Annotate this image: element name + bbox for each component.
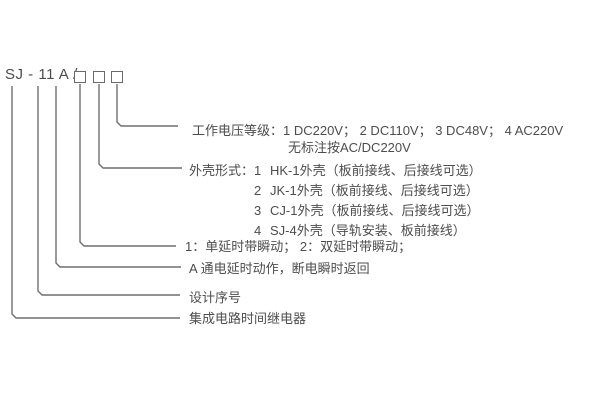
connector-design-serial	[37, 86, 180, 296]
voltage-grade-label: 工作电压等级：1 DC220V； 2 DC110V； 3 DC48V； 4 AC…	[192, 123, 564, 138]
model-placeholder-box-3	[111, 71, 123, 83]
shell-option-num: 3	[254, 203, 262, 218]
connector-delay-type	[79, 84, 176, 247]
shell-option-text: JK-1外壳（板前接线、后接线可选）	[270, 183, 479, 198]
connector-action-mode	[55, 86, 181, 268]
shell-option-num: 4	[254, 223, 262, 238]
shell-option-row: 4 SJ-4外壳（导轨安装、板前接线）	[189, 221, 482, 241]
connector-product-name	[11, 86, 180, 319]
connector-shell-type	[98, 84, 182, 169]
voltage-default-note: 无标注按AC/DC220V	[288, 140, 411, 155]
model-placeholder-box-1	[74, 71, 86, 83]
shell-option-num: 1	[254, 163, 262, 178]
connector-voltage-grade	[116, 84, 178, 127]
shell-option-row: 外壳形式：1 HK-1外壳（板前接线、后接线可选）	[189, 161, 482, 181]
shell-option-text: SJ-4外壳（导轨安装、板前接线）	[270, 223, 466, 238]
voltage-grade-block: 工作电压等级：1 DC220V； 2 DC110V； 3 DC48V； 4 AC…	[192, 122, 563, 156]
shell-type-label: 外壳形式：	[189, 163, 255, 178]
design-serial-label: 设计序号	[189, 290, 242, 305]
action-mode-label: A 通电延时动作，断电瞬时返回	[189, 261, 370, 276]
model-code-text: SJ - 11 A /	[5, 66, 78, 83]
shell-option-text: HK-1外壳（板前接线、后接线可选）	[270, 163, 482, 178]
shell-option-num: 2	[254, 183, 262, 198]
shell-option-text: CJ-1外壳（板前接线、后接线可选）	[270, 203, 480, 218]
shell-type-block: 外壳形式：1 HK-1外壳（板前接线、后接线可选） 2 JK-1外壳（板前接线、后接…	[189, 161, 482, 241]
model-placeholder-box-2	[93, 71, 105, 83]
delay-type-label: 1：单延时带瞬动； 2：双延时带瞬动；	[185, 239, 412, 254]
shell-option-row: 3 CJ-1外壳（板前接线、后接线可选）	[189, 201, 482, 221]
product-name-label: 集成电路时间继电器	[189, 311, 307, 326]
shell-option-row: 2 JK-1外壳（板前接线、后接线可选）	[189, 181, 482, 201]
